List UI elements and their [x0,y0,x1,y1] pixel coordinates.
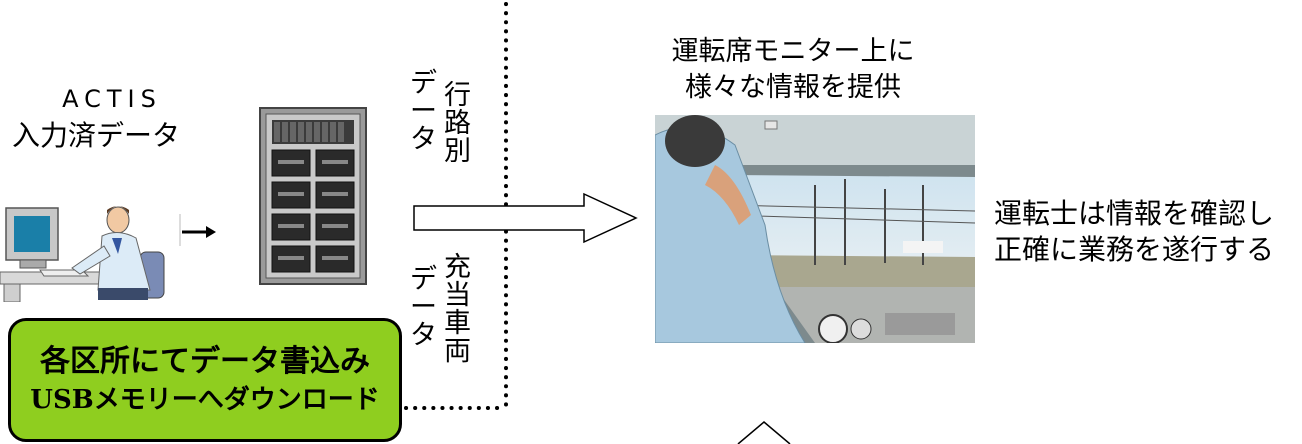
route-data-label-left: デ ー タ [410,68,437,155]
usb-box-line2: USBメモリーへダウンロード [30,385,380,415]
arrow-to-server-icon [179,214,216,246]
monitor-screen [14,216,50,252]
vehicle-data-label-left: デ ー タ [410,264,437,351]
chevron-up-icon [737,421,791,444]
usb-download-box: 各区所にてデータ書込み USBメモリーへダウンロード [8,318,402,442]
big-arrow-icon [413,192,638,244]
cab-photo [655,115,975,343]
driver-info-line2: 正確に業務を遂行する [994,233,1275,266]
monitor-caption-line1: 運転席モニター上に [671,36,915,67]
server-icon [259,107,367,285]
monitor-caption-line2: 様々な情報を提供 [685,72,901,103]
actis-label: ACTIS [62,85,162,113]
usb-box-line1: 各区所にてデータ書込み [40,344,370,379]
operator-computer-illustration [0,206,165,302]
route-data-label-right: 行 路 別 [444,80,471,167]
input-data-label: 入力済データ [12,119,181,152]
driver-cab-image [655,115,975,343]
driver-info-line1: 運転士は情報を確認し [994,197,1275,230]
vehicle-data-label-right: 充 当 車 両 [444,252,471,367]
